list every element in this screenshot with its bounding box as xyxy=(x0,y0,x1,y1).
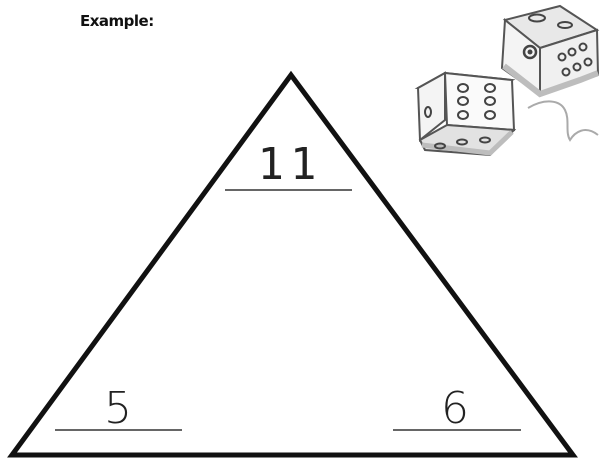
triangle-right-number: 6 xyxy=(441,383,469,434)
dice-icon xyxy=(414,4,600,157)
heading: Example: xyxy=(80,12,154,30)
die-front xyxy=(414,71,517,157)
triangle-top-number: 11 xyxy=(257,139,323,190)
dice-motion-swoosh xyxy=(527,100,599,142)
fact-triangle xyxy=(7,70,578,458)
triangle-left-number: 5 xyxy=(104,383,132,434)
die-back xyxy=(500,4,600,98)
